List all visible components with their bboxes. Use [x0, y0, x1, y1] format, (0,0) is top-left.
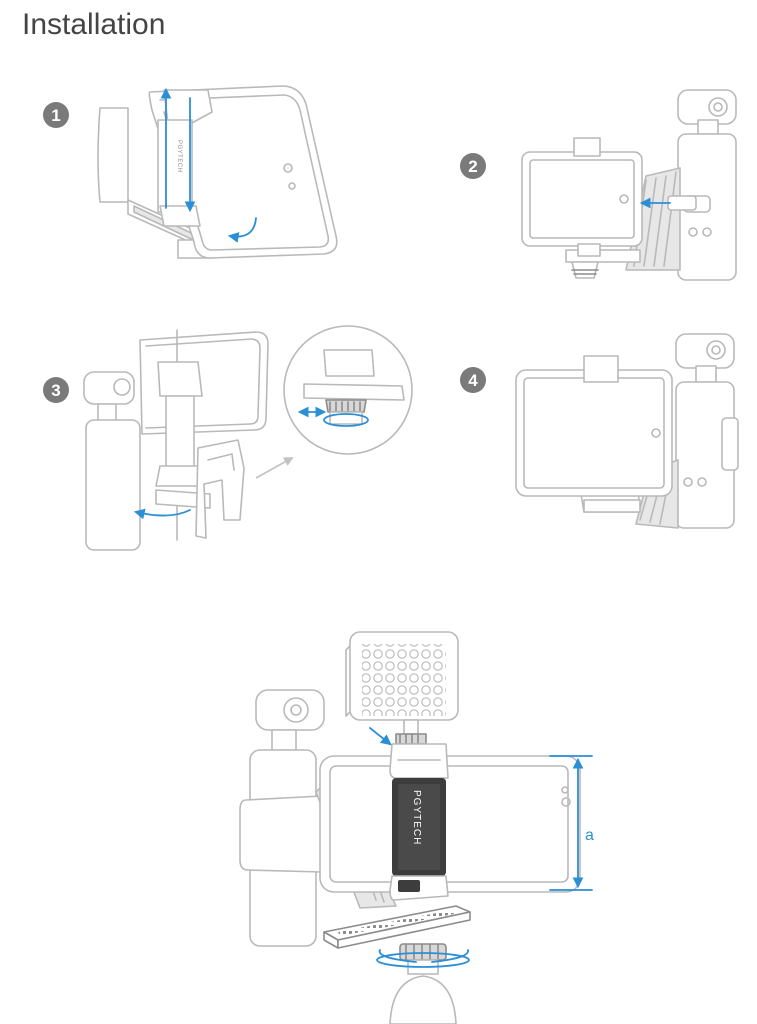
rotate-knob-arrow [133, 508, 191, 520]
press-arrow [369, 727, 392, 746]
step-number-4: 4 [468, 371, 478, 390]
phone-clamp-main: PGYTECH [389, 743, 449, 901]
main-assembly-diagram: PGYTECH a [239, 631, 594, 1024]
step-number-2: 2 [468, 157, 477, 176]
cold-shoe-holder [195, 439, 245, 539]
pocket-gimbal-camera [677, 89, 737, 281]
clamp-vertical: PGYTECH [157, 89, 213, 227]
camera-holder-strap [239, 795, 331, 873]
step-badge-1: 1 [43, 102, 69, 128]
step-badge-3: 3 [43, 377, 69, 403]
base-rail [323, 905, 471, 949]
knob-rotate-left [378, 949, 417, 963]
knob-rotate-right [431, 949, 469, 963]
step-1-illustration: 1 PGYTECH [43, 85, 338, 259]
dimension-label: a [585, 827, 594, 844]
phone-landscape [521, 137, 643, 257]
pocket-gimbal-camera-4 [675, 333, 739, 529]
mount-knob [389, 943, 457, 1024]
phone-landscape-main [319, 755, 581, 893]
dimension-a: a [549, 755, 594, 891]
tighten-knob-arrow [323, 413, 369, 427]
usb-connector [667, 195, 697, 211]
page-title: Installation [22, 8, 166, 41]
light-mount-screw [395, 719, 427, 745]
led-light-panel [345, 631, 459, 721]
step-badge-4: 4 [460, 367, 486, 393]
step-number-3: 3 [51, 381, 60, 400]
knob-rotate-arrow [376, 952, 470, 968]
phone-landscape-4 [515, 355, 673, 497]
clamp-brand-label: PGYTECH [176, 140, 182, 173]
pocket-gimbal-camera-3 [83, 371, 141, 551]
step-4-illustration: 4 [460, 333, 739, 529]
step-badge-2: 2 [460, 153, 486, 179]
clamp-brand-text: PGYTECH [411, 790, 422, 845]
rotate-phone-arrow [227, 217, 257, 243]
zoom-callout-arrow [255, 457, 294, 479]
step-2-illustration: 2 [460, 89, 737, 281]
zoom-detail-circle [283, 325, 413, 455]
step-3-illustration: 3 [43, 325, 413, 551]
step-number-1: 1 [51, 106, 60, 125]
